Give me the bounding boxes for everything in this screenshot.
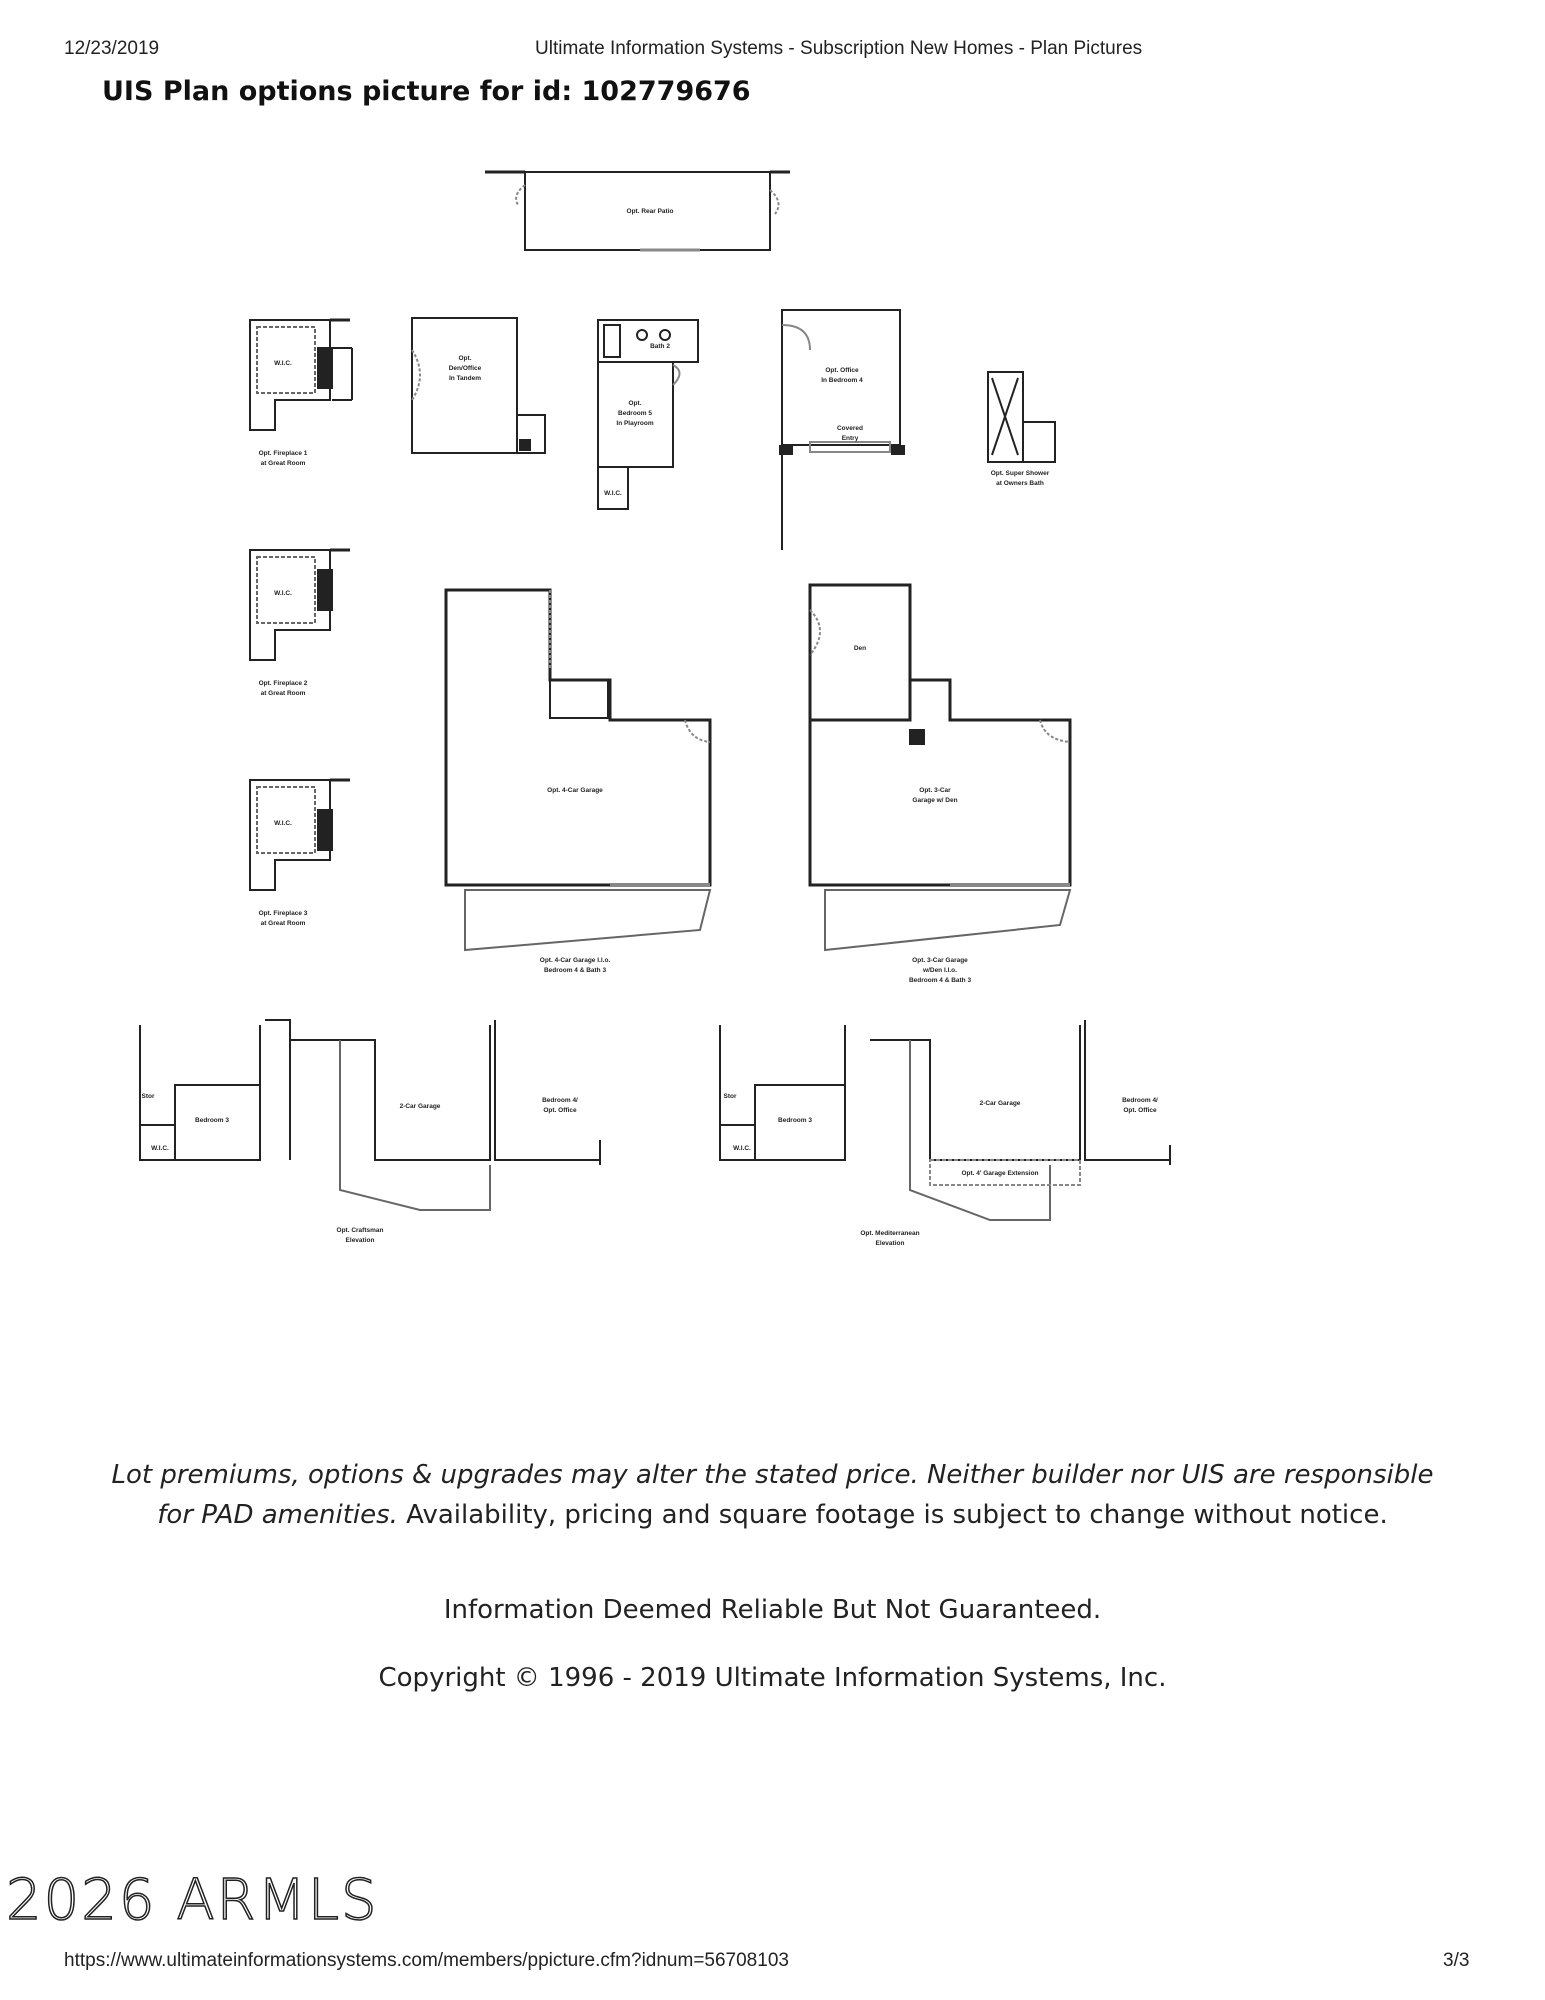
label-fireplace1-a: Opt. Fireplace 1 [259, 450, 308, 457]
label-bed4-office-1a: Bedroom 4/ [542, 1097, 578, 1104]
label-bedroom3-2: Bedroom 3 [778, 1117, 812, 1124]
disclaimer-italic: Lot premiums, options & upgrades may alt… [111, 1460, 1434, 1530]
label-craftsman-b: Elevation [346, 1237, 375, 1244]
label-fireplace3-a: Opt. Fireplace 3 [259, 910, 308, 917]
label-garage2-2: 2-Car Garage [980, 1100, 1021, 1107]
label-wic-b2: W.I.C. [733, 1145, 751, 1152]
label-wic-2: W.I.C. [274, 590, 292, 597]
floor-plan-drawing: Opt. Rear Patio W.I.C. Opt. Fireplace 1 … [139, 170, 1171, 1247]
label-den-office-a: Opt. [459, 355, 472, 362]
footer-url: https://www.ultimateinformationsystems.c… [64, 1950, 789, 1971]
label-patio: Opt. Rear Patio [627, 208, 674, 215]
floor-plan-image: Opt. Rear Patio W.I.C. Opt. Fireplace 1 … [120, 110, 1230, 1290]
label-mediterranean-a: Opt. Mediterranean [860, 1230, 919, 1237]
label-craftsman-a: Opt. Craftsman [337, 1227, 384, 1234]
label-den: Den [854, 645, 866, 652]
copyright: Copyright © 1996 - 2019 Ultimate Informa… [378, 1663, 1167, 1693]
label-bed4-office-2a: Bedroom 4/ [1122, 1097, 1158, 1104]
label-bed4-office-2b: Opt. Office [1123, 1107, 1157, 1114]
label-fireplace1-b: at Great Room [261, 460, 306, 467]
label-mediterranean-b: Elevation [876, 1240, 905, 1247]
label-den-office-b: Den/Office [449, 365, 482, 372]
label-wic-b1: W.I.C. [151, 1145, 169, 1152]
print-date: 12/23/2019 [64, 38, 160, 59]
page-title: UIS Plan options picture for id: 1027796… [102, 76, 751, 107]
label-covered-entry-a: Covered [837, 425, 863, 432]
label-wic-1: W.I.C. [274, 360, 292, 367]
label-bedroom3-1: Bedroom 3 [195, 1117, 229, 1124]
label-garage-extension: Opt. 4' Garage Extension [961, 1170, 1038, 1177]
disclaimer: Lot premiums, options & upgrades may alt… [100, 1455, 1445, 1535]
label-garage3-b: Garage w/ Den [912, 797, 957, 804]
label-office-a: Opt. Office [825, 367, 859, 374]
label-wic-bed5: W.I.C. [604, 490, 622, 497]
label-super-shower-a: Opt. Super Shower [991, 470, 1050, 477]
label-stor-1: Stor [142, 1093, 155, 1100]
label-garage3-caption-a: Opt. 3-Car Garage [912, 957, 968, 964]
label-super-shower-b: at Owners Bath [996, 480, 1044, 487]
label-office-b: In Bedroom 4 [821, 377, 863, 384]
label-bedroom5-a: Opt. [629, 400, 642, 407]
label-garage3-caption-c: Bedroom 4 & Bath 3 [909, 977, 972, 984]
watermark: 2026 ARMLS [5, 1867, 379, 1934]
label-covered-entry-b: Entry [842, 435, 859, 442]
label-bath2: Bath 2 [650, 343, 670, 350]
label-wic-3: W.I.C. [274, 820, 292, 827]
label-bedroom5-b: Bedroom 5 [618, 410, 652, 417]
page-number: 3/3 [1443, 1950, 1470, 1971]
label-garage2-1: 2-Car Garage [400, 1103, 441, 1110]
label-bed4-office-1b: Opt. Office [543, 1107, 577, 1114]
label-fireplace2-b: at Great Room [261, 690, 306, 697]
label-garage4: Opt. 4-Car Garage [547, 787, 603, 794]
label-garage4-caption-b: Bedroom 4 & Bath 3 [544, 967, 607, 974]
reliability-notice: Information Deemed Reliable But Not Guar… [443, 1595, 1102, 1625]
label-garage3-a: Opt. 3-Car [919, 787, 951, 794]
label-fireplace2-a: Opt. Fireplace 2 [259, 680, 308, 687]
site-title: Ultimate Information Systems - Subscript… [535, 38, 1143, 59]
label-stor-2: Stor [724, 1093, 737, 1100]
label-den-office-c: In Tandem [449, 375, 481, 382]
label-bedroom5-c: In Playroom [616, 420, 653, 427]
label-garage3-caption-b: w/Den I.l.o. [922, 967, 957, 974]
label-garage4-caption-a: Opt. 4-Car Garage I.l.o. [540, 957, 611, 964]
label-fireplace3-b: at Great Room [261, 920, 306, 927]
disclaimer-normal: Availability, pricing and square footage… [397, 1500, 1388, 1530]
